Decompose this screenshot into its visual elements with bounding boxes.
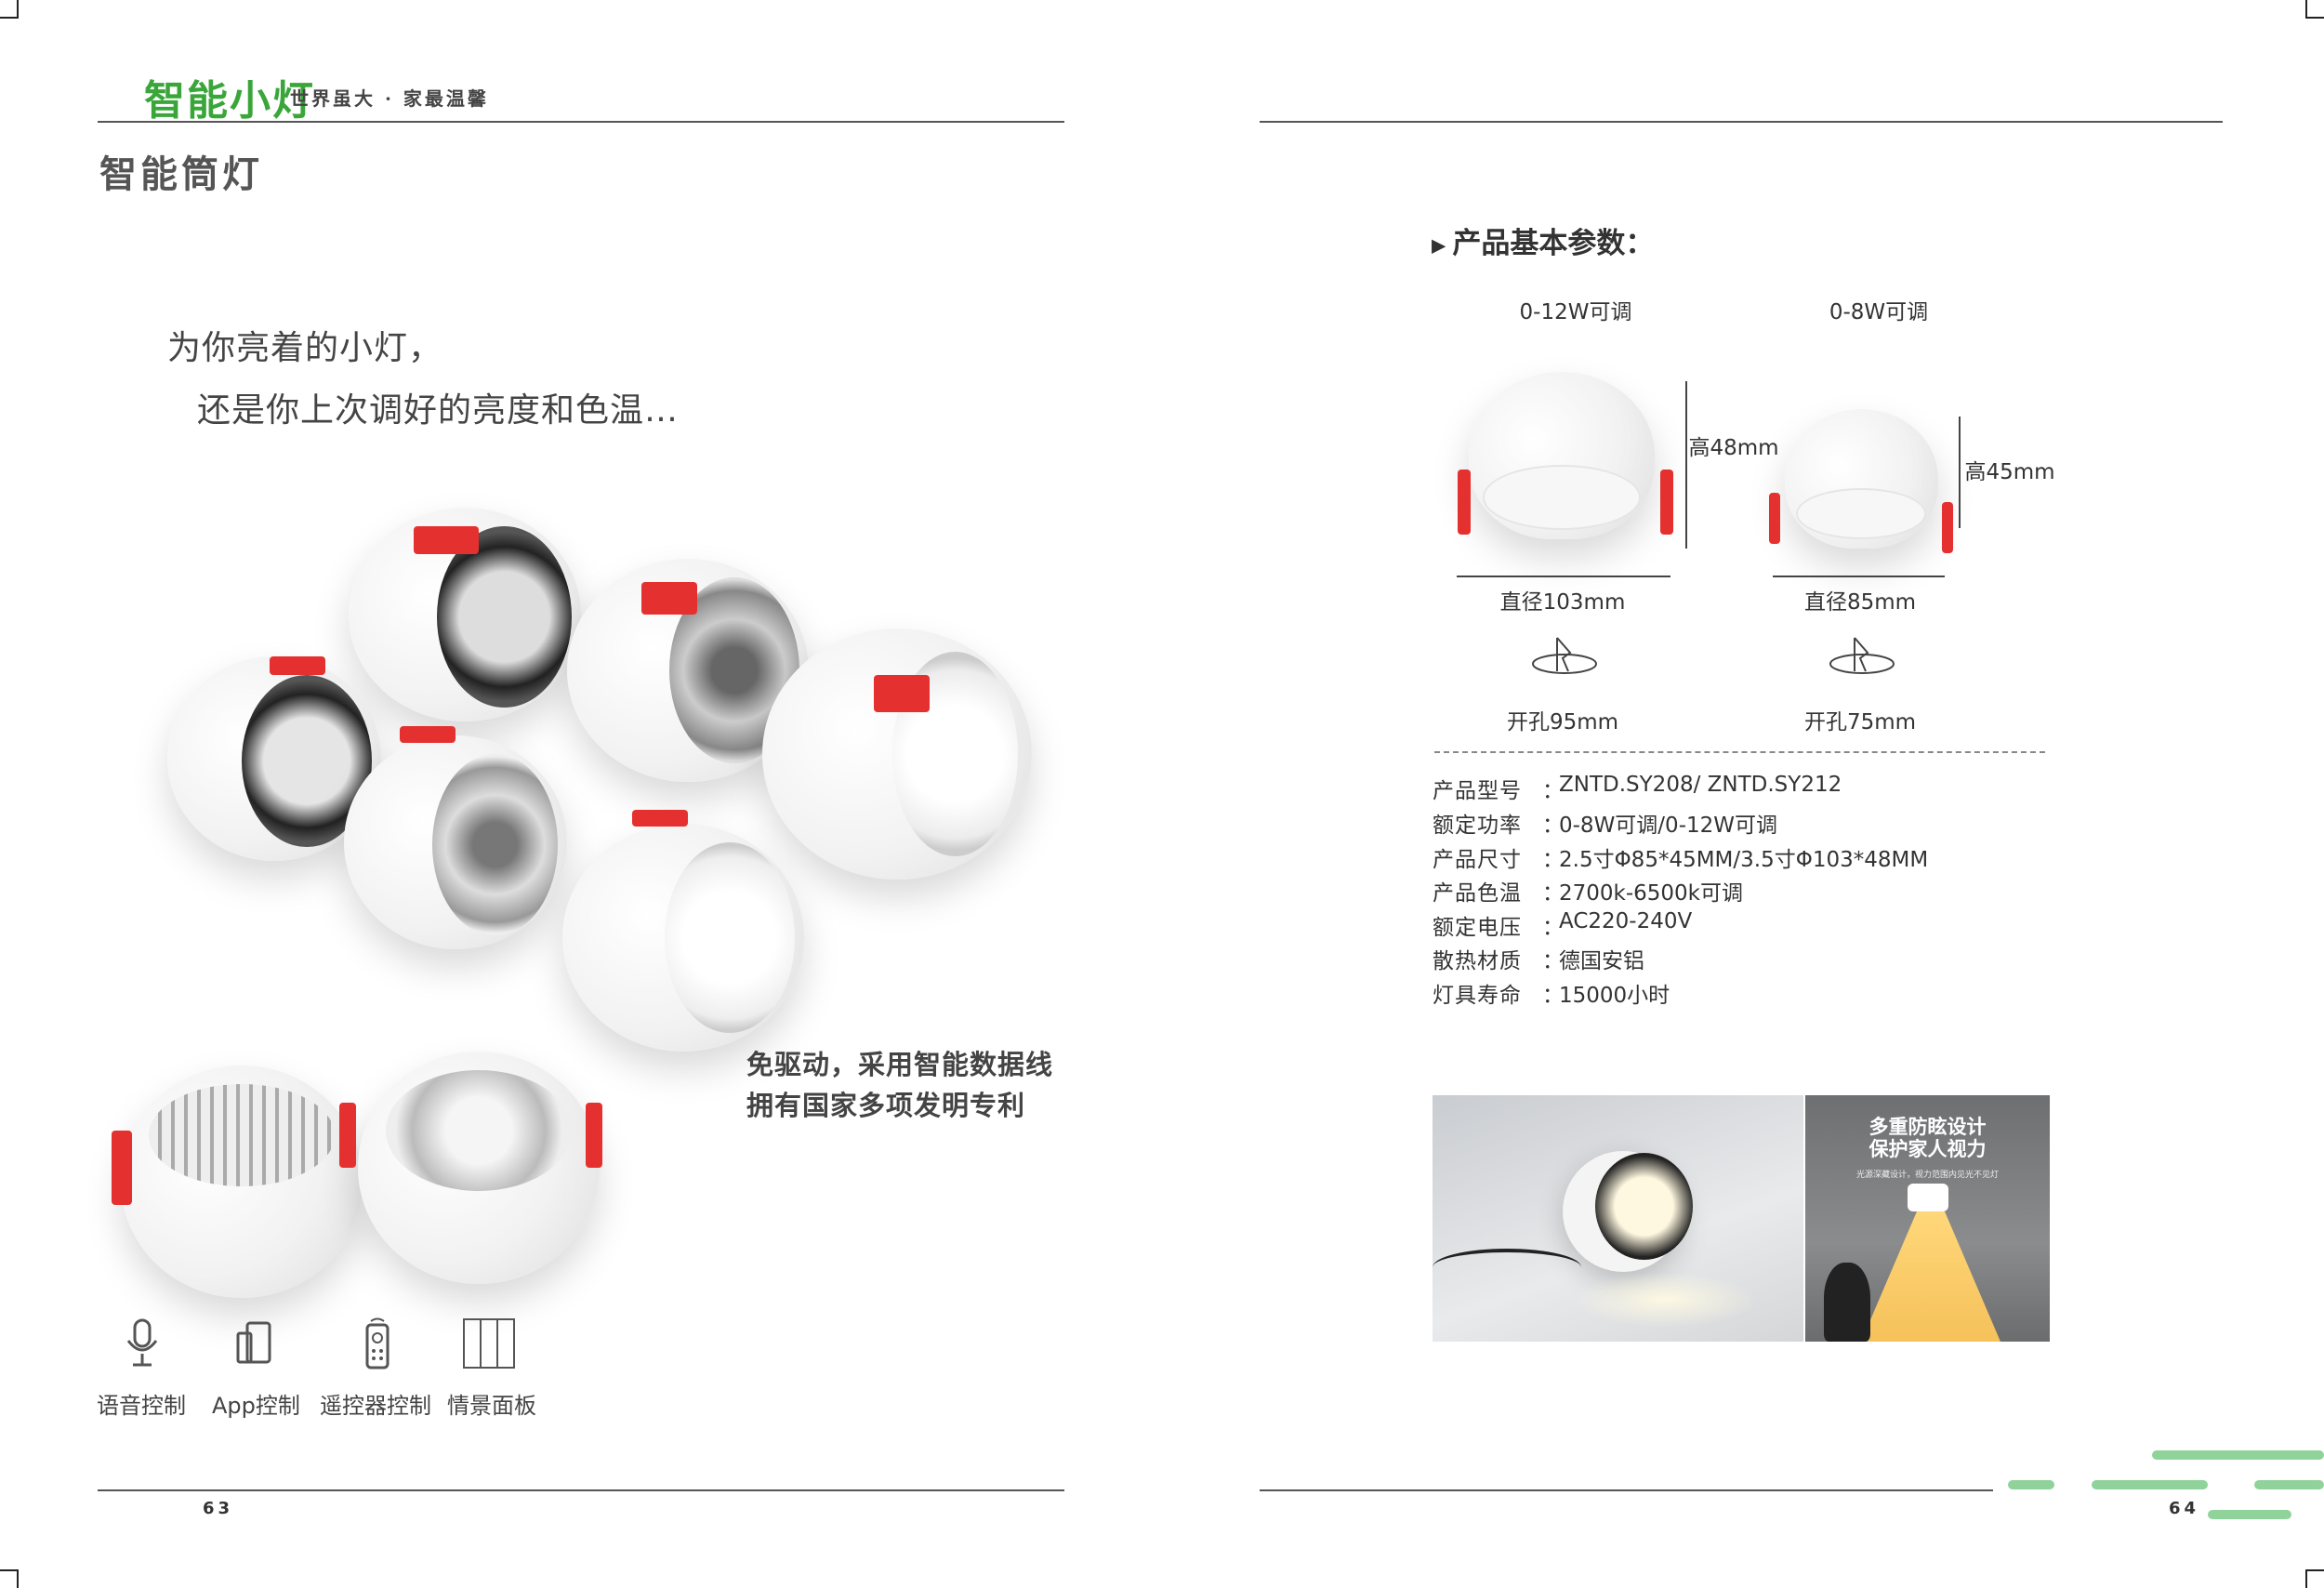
scene-panel-icon (456, 1316, 522, 1371)
control-label-scene: 情景面板 (447, 1393, 536, 1419)
spec-colon: ： (1542, 814, 1564, 838)
spec-colon: ： (1542, 949, 1564, 973)
promo-subtitle: 光源深藏设计，视力范围内见光不见灯 (1855, 1171, 1999, 1180)
decorative-stripe (2092, 1480, 2208, 1489)
feature-line-1: 免驱动，采用智能数据线 (746, 1049, 1054, 1080)
decorative-stripe (2008, 1480, 2054, 1489)
cutout-icon (1827, 634, 1897, 684)
cutout-icon (1529, 634, 1600, 684)
dashed-divider (1434, 751, 2045, 753)
diameter-dimension-line (1457, 576, 1670, 577)
header-divider (1260, 121, 2223, 123)
decorative-stripe (2152, 1450, 2324, 1460)
downlight-front (358, 1052, 600, 1284)
spec-row: 产品尺寸 ：2.5寸Φ85*45MM/3.5寸Φ103*48MM (1433, 841, 1928, 873)
feature-line-2: 拥有国家多项发明专利 (746, 1090, 1026, 1121)
spec-label: 散热材质 (1433, 949, 1522, 973)
downlight-silver (344, 735, 567, 949)
remote-control-icon (345, 1316, 410, 1371)
person-silhouette (1824, 1263, 1870, 1342)
tagline-line-2: 还是你上次调好的亮度和色温… (197, 391, 680, 430)
page-number: 63 (203, 1499, 234, 1518)
model-height: 高48mm (1688, 436, 1779, 460)
spec-colon: ： (1542, 848, 1564, 872)
model-power: 0-8W可调 (1829, 300, 1929, 324)
spec-value: 2.5寸Φ85*45MM/3.5寸Φ103*48MM (1559, 848, 1929, 872)
crop-mark (2305, 0, 2324, 19)
light-beam (1861, 1211, 2000, 1342)
height-dimension-line (1959, 417, 1961, 528)
spec-row: 灯具寿命 ：15000小时 (1433, 977, 1670, 1009)
spec-value: 德国安铝 (1559, 949, 1644, 973)
anti-glare-promo: 多重防眩设计 保护家人视力 光源深藏设计，视力范围内见光不见灯 (1805, 1095, 2050, 1342)
promo-title-2: 保护家人视力 (1868, 1138, 1987, 1160)
promo-title-1: 多重防眩设计 (1868, 1116, 1987, 1138)
model-diameter: 直径85mm (1803, 590, 1917, 615)
downlight-white (562, 824, 804, 1052)
spec-row: 额定功率 ：0-8W可调/0-12W可调 (1433, 807, 1777, 839)
crop-mark (0, 1569, 19, 1588)
model-power: 0-12W可调 (1519, 300, 1632, 324)
spec-row: 额定电压 ：AC220-240V (1433, 909, 1692, 941)
brand-logo: 智能小灯 (144, 77, 315, 125)
phone-icon (222, 1316, 287, 1371)
spec-label: 灯具寿命 (1433, 984, 1522, 1008)
triangle-bullet-icon: ▶ (1432, 233, 1453, 257)
page-title: 智能筒灯 (99, 153, 263, 196)
spec-label: 产品尺寸 (1433, 848, 1522, 872)
model-cutout: 开孔75mm (1803, 710, 1917, 734)
spec-row: 产品色温 ：2700k-6500k可调 (1433, 875, 1743, 906)
spec-colon: ： (1542, 916, 1564, 940)
diameter-dimension-line (1773, 576, 1945, 577)
spec-label: 产品色温 (1433, 881, 1522, 906)
footer-divider (98, 1489, 1064, 1491)
spec-colon: ： (1542, 779, 1564, 803)
control-label-remote: 遥控器控制 (320, 1393, 431, 1419)
spec-row: 散热材质 ：德国安铝 (1433, 943, 1644, 974)
section-title: ▶ 产品基本参数： (1432, 219, 1654, 261)
model-height: 高45mm (1964, 460, 2055, 484)
spec-label: 额定功率 (1433, 814, 1522, 838)
page-number: 64 (2169, 1499, 2200, 1518)
spec-label: 额定电压 (1433, 916, 1522, 940)
downlight-heatsink (121, 1065, 363, 1298)
microphone-icon (110, 1316, 175, 1371)
height-dimension-line (1685, 381, 1687, 549)
model-diameter: 直径103mm (1499, 590, 1626, 615)
spec-colon: ： (1542, 881, 1564, 906)
spec-colon: ： (1542, 984, 1564, 1008)
spec-value: AC220-240V (1559, 909, 1693, 933)
spec-value: 2700k-6500k可调 (1559, 881, 1744, 906)
lamp-diagram-8w (1785, 409, 1938, 549)
control-label-app: App控制 (212, 1393, 300, 1419)
downlight-white (762, 629, 1032, 880)
spec-row: 产品型号 ：ZNTD.SY208/ ZNTD.SY212 (1433, 773, 1842, 804)
header-divider (98, 121, 1064, 123)
spec-value: 0-8W可调/0-12W可调 (1559, 814, 1777, 838)
crop-mark (0, 0, 19, 19)
lit-downlight-photo (1433, 1095, 1803, 1342)
product-photo-group (112, 489, 1041, 1307)
section-title-text: 产品基本参数： (1452, 227, 1655, 260)
footer-divider (1260, 1489, 1993, 1491)
lamp-diagram-12w (1469, 372, 1655, 539)
control-label-voice: 语音控制 (97, 1393, 186, 1419)
slogan: 世界虽大 · 家最温馨 (290, 87, 489, 110)
cable (1433, 1249, 1581, 1286)
decorative-stripe (2208, 1510, 2291, 1519)
model-cutout: 开孔95mm (1506, 710, 1619, 734)
tagline-line-1: 为你亮着的小灯， (167, 329, 443, 367)
spec-value: ZNTD.SY208/ ZNTD.SY212 (1559, 773, 1842, 797)
crop-mark (2305, 1569, 2324, 1588)
spec-label: 产品型号 (1433, 779, 1522, 803)
decorative-stripe (2254, 1480, 2324, 1489)
spec-value: 15000小时 (1559, 984, 1670, 1008)
